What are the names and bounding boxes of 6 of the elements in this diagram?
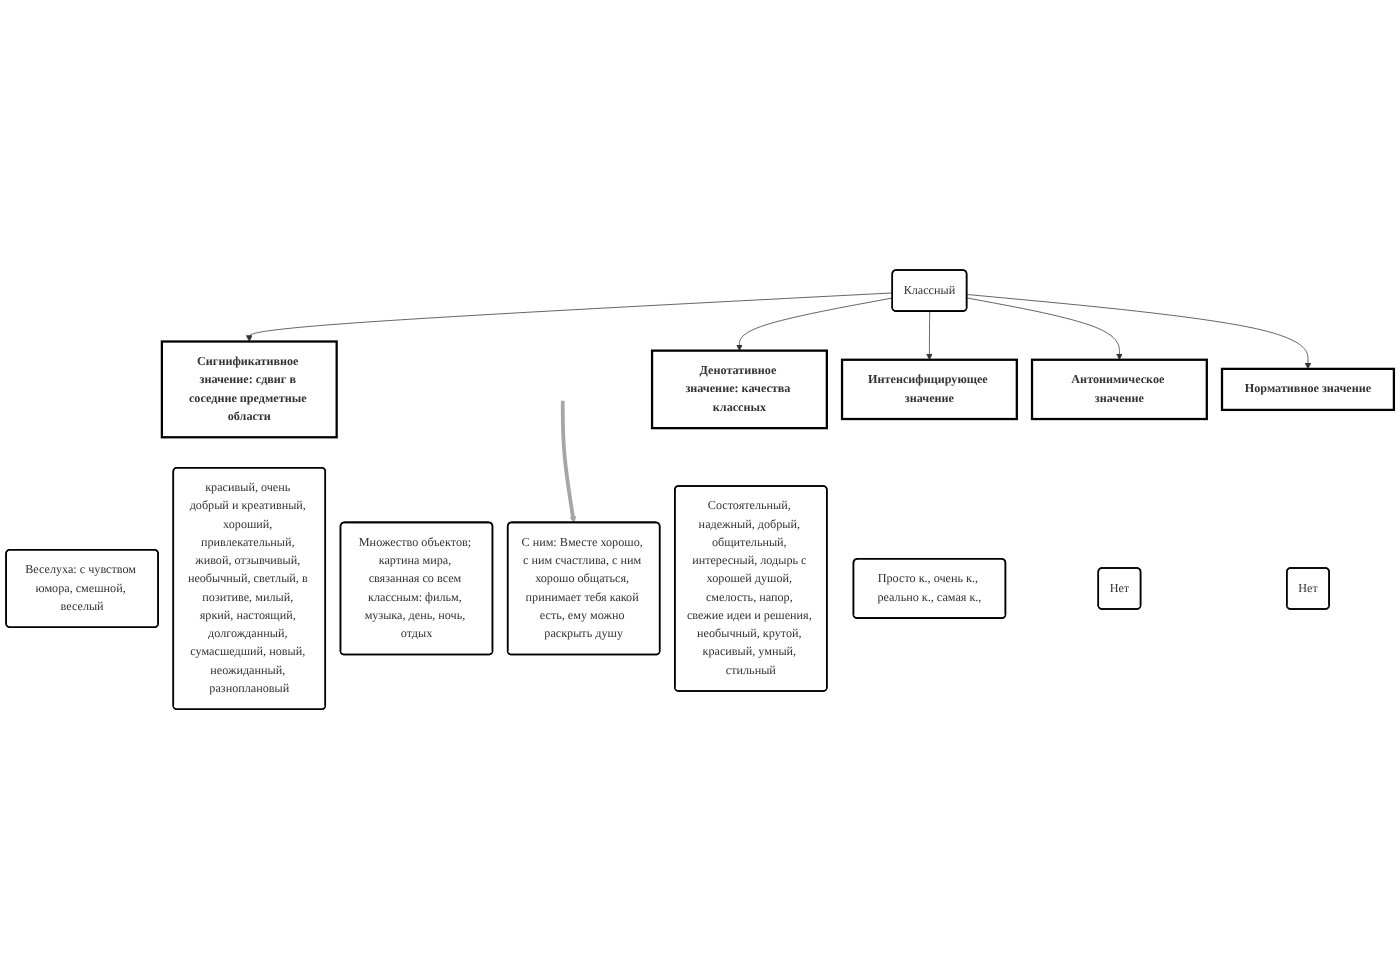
node-box: [1030, 358, 1208, 421]
node-box: [160, 340, 338, 439]
node-box: [840, 358, 1018, 421]
node-box: [650, 349, 828, 430]
arrow: [560, 401, 577, 524]
node-box: [1220, 368, 1396, 412]
